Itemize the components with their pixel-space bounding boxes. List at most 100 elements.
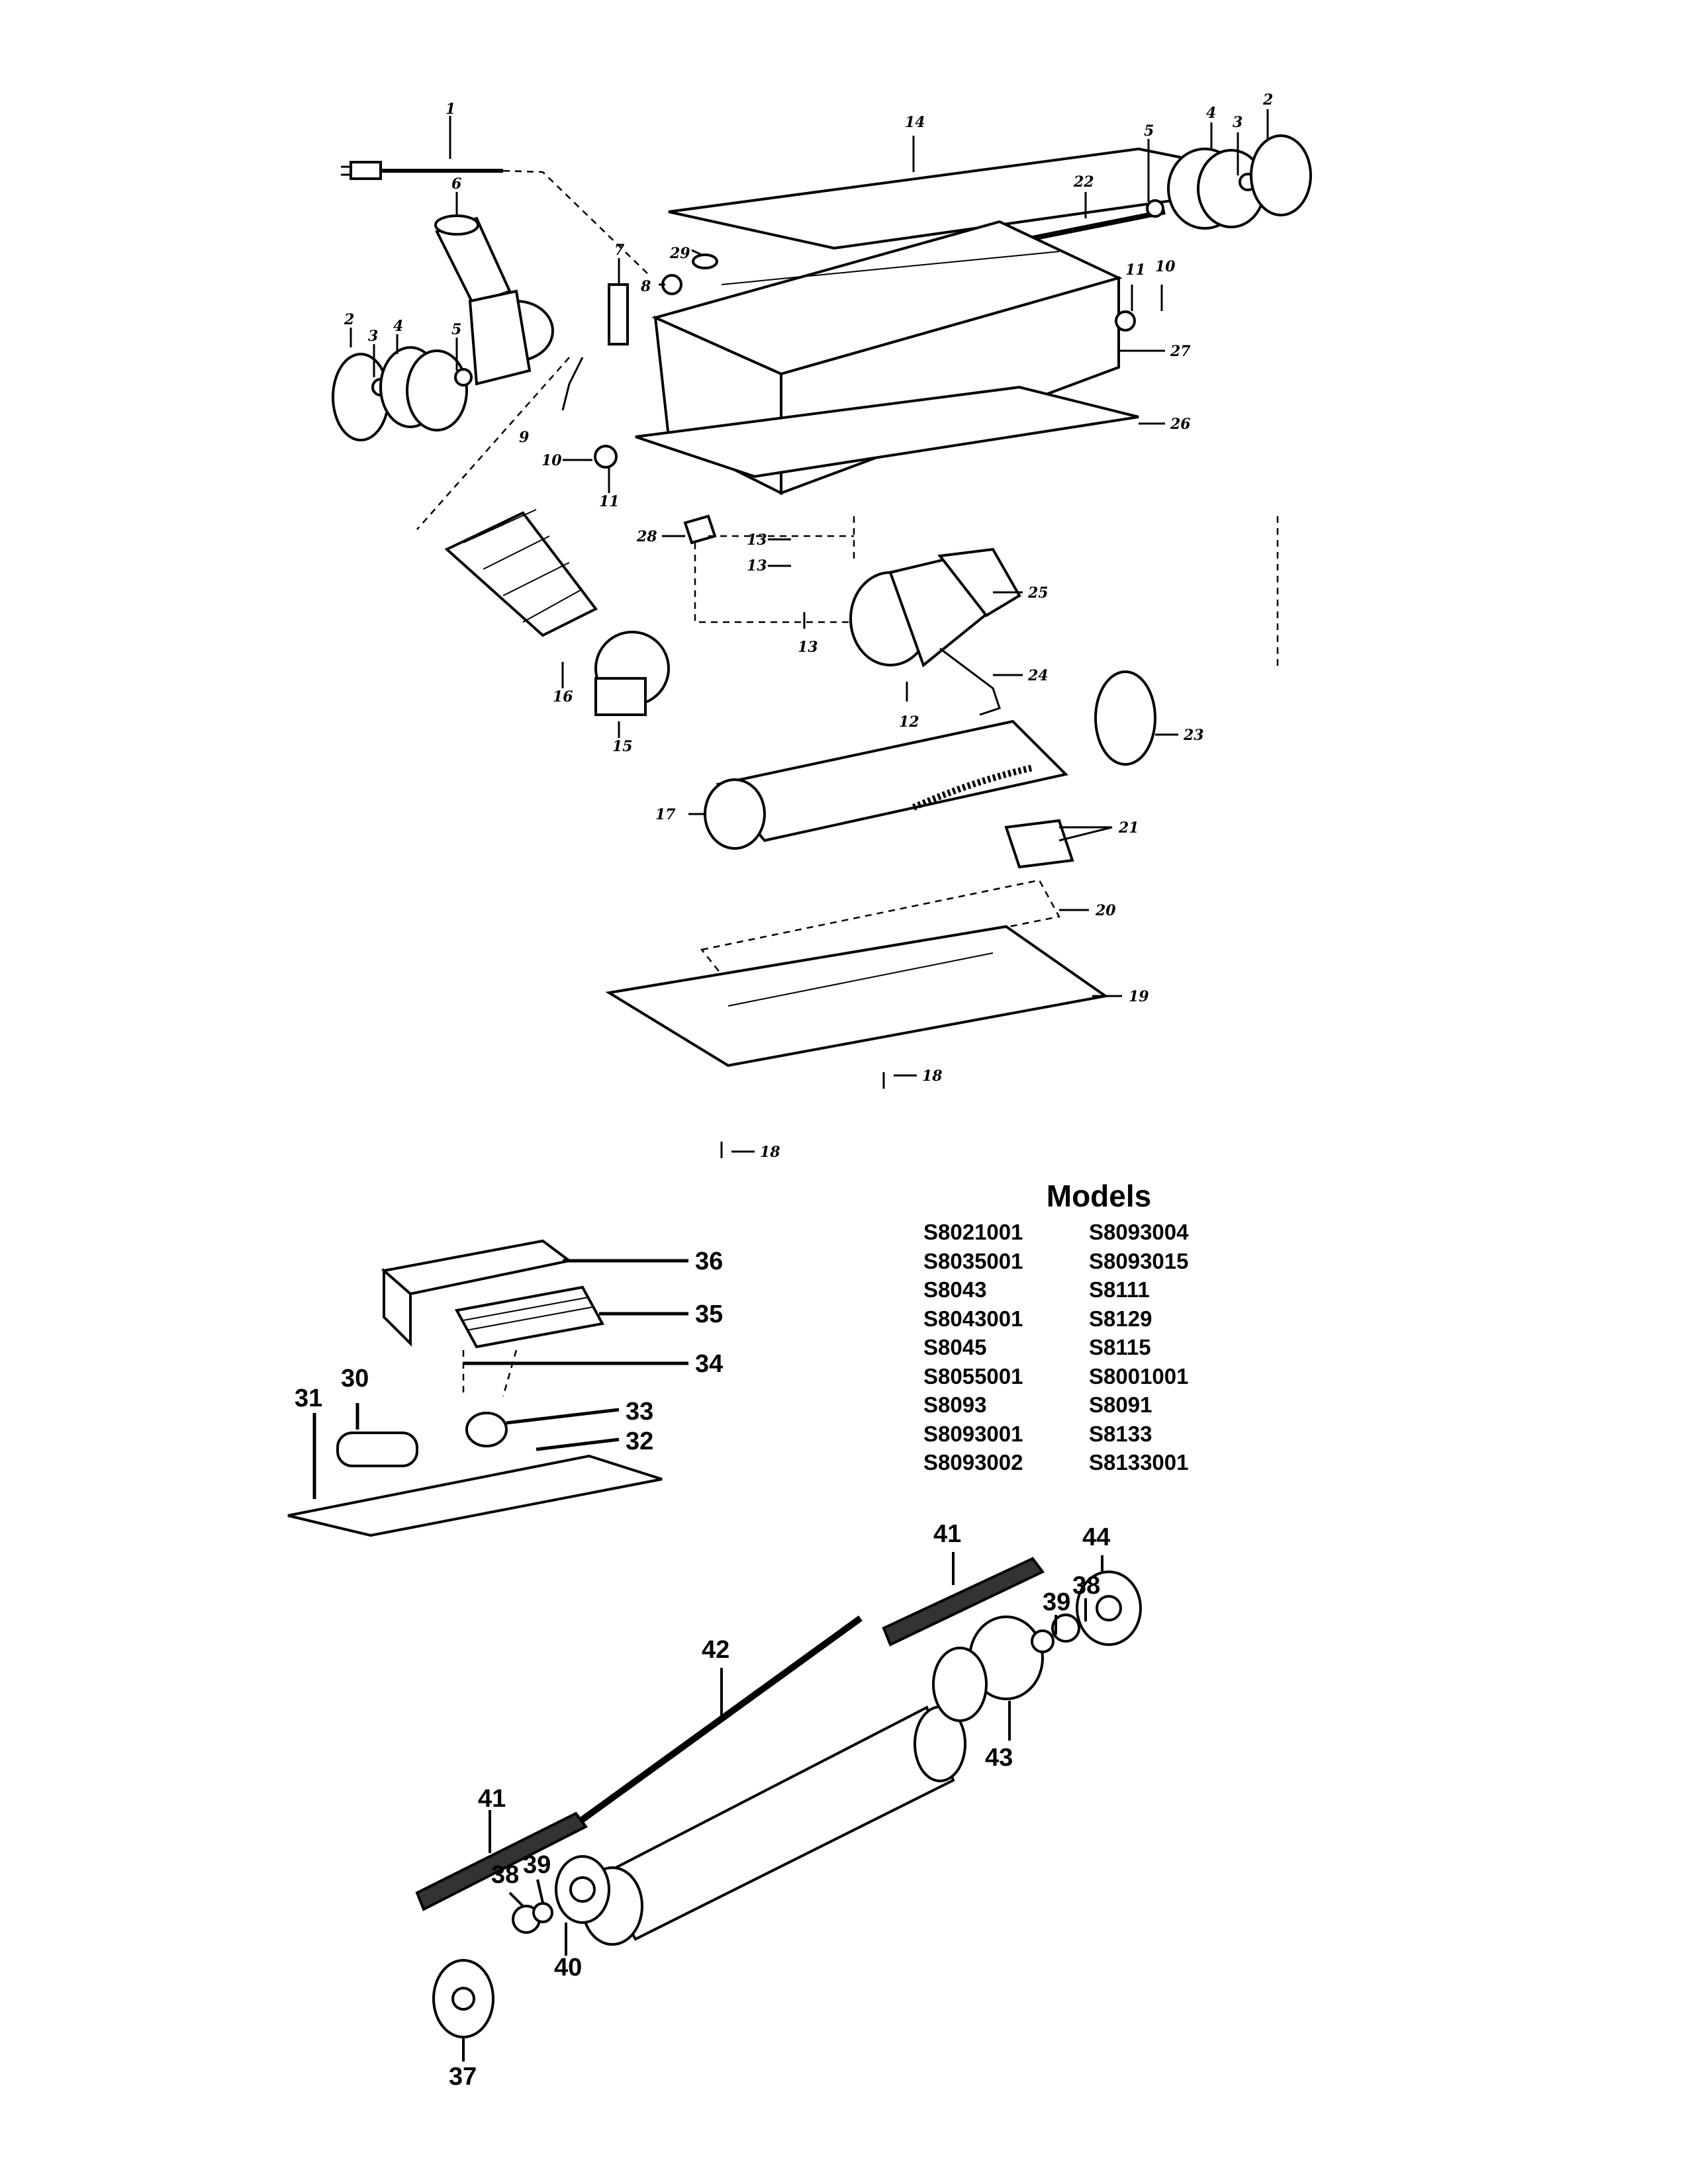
headlight-assembly: 36 35 34 30 31 33 32 — [287, 1239, 723, 1537]
label-22: 22 — [1073, 173, 1094, 191]
label-14: 14 — [905, 114, 925, 131]
model-number: S8093004 — [1089, 1220, 1189, 1244]
label-38-right: 38 — [1072, 1572, 1100, 1600]
label-30: 30 — [341, 1365, 369, 1392]
small-screws-part — [768, 538, 806, 629]
label-32: 32 — [626, 1428, 653, 1455]
label-41-left: 41 — [478, 1785, 506, 1813]
brushroll-part — [688, 719, 1068, 850]
label-13-c: 13 — [798, 639, 818, 656]
label-28: 28 — [636, 528, 657, 545]
label-18-b: 18 — [760, 1144, 780, 1161]
model-number: S8115 — [1089, 1335, 1151, 1359]
label-29: 29 — [669, 245, 690, 262]
label-26: 26 — [1170, 416, 1191, 433]
label-3-left: 3 — [368, 328, 378, 345]
label-3-right: 3 — [1233, 114, 1243, 131]
label-1: 1 — [445, 101, 455, 118]
label-11-left: 11 — [599, 493, 620, 510]
left-small-parts — [416, 258, 682, 530]
models-grid: S8021001 S8093004 S8035001 S8093015 S804… — [923, 1218, 1268, 1477]
label-6: 6 — [451, 175, 461, 193]
label-40: 40 — [554, 1954, 582, 1981]
drive-belt-part — [1094, 670, 1178, 766]
label-8: 8 — [640, 278, 651, 295]
label-5-right: 5 — [1144, 122, 1154, 140]
upper-labels: 1 14 2 3 4 5 22 6 29 7 8 11 10 27 2 3 4 … — [344, 91, 1273, 1161]
label-24: 24 — [1027, 667, 1049, 684]
label-33: 33 — [626, 1398, 653, 1426]
right-bushing-parts — [1115, 285, 1163, 332]
label-41-right: 41 — [933, 1520, 961, 1548]
base-frame-part — [635, 385, 1165, 478]
label-35: 35 — [695, 1300, 723, 1328]
bottom-gasket-part — [700, 879, 1089, 984]
axle-rod-part — [1032, 192, 1166, 241]
models-list: Models S8021001 S8093004 S8035001 S80930… — [923, 1178, 1268, 1477]
label-12: 12 — [899, 713, 919, 731]
label-9: 9 — [519, 429, 529, 446]
label-44: 44 — [1082, 1524, 1110, 1551]
label-15: 15 — [612, 738, 633, 755]
model-number: S8093015 — [1089, 1248, 1189, 1273]
bottom-plate-part — [605, 925, 1122, 1068]
label-2-left: 2 — [344, 311, 354, 328]
label-19: 19 — [1129, 988, 1149, 1005]
label-17: 17 — [655, 806, 676, 823]
power-cord-part — [341, 116, 649, 275]
label-4-left: 4 — [393, 318, 403, 335]
hose-connector-part — [594, 631, 670, 738]
label-23: 23 — [1183, 727, 1204, 744]
model-number: S8055001 — [923, 1363, 1023, 1388]
label-21: 21 — [1118, 819, 1139, 837]
model-number: S8111 — [1089, 1277, 1150, 1302]
left-wheel-assembly — [332, 328, 473, 441]
label-38-left: 38 — [491, 1861, 519, 1889]
label-37: 37 — [449, 2063, 477, 2091]
right-wheel-assembly — [1146, 109, 1312, 230]
label-13-a: 13 — [747, 531, 767, 549]
model-number: S8093002 — [923, 1450, 1023, 1475]
plate-screws-part — [720, 1072, 917, 1158]
label-5-left: 5 — [451, 321, 461, 338]
label-42: 42 — [702, 1636, 729, 1664]
model-number: S8035001 — [923, 1248, 1023, 1273]
switch-part — [662, 514, 1279, 668]
label-25: 25 — [1027, 584, 1049, 602]
model-number: S8129 — [1089, 1306, 1152, 1331]
motor-bracket-part — [939, 647, 1023, 716]
brushroll-clips-part — [1004, 819, 1113, 869]
model-number: S8001001 — [1089, 1363, 1189, 1388]
model-number: S8043001 — [923, 1306, 1023, 1331]
label-39-right: 39 — [1043, 1588, 1070, 1616]
label-36: 36 — [695, 1248, 723, 1275]
motor-part — [849, 547, 1023, 668]
label-7: 7 — [614, 242, 625, 259]
model-number: S8091 — [1089, 1392, 1152, 1417]
brushroll-exploded-assembly: 41 44 39 38 42 43 41 38 39 40 37 — [415, 1520, 1142, 2091]
model-number: S8043 — [923, 1277, 987, 1302]
model-number: S8093001 — [923, 1421, 1023, 1446]
label-43: 43 — [985, 1744, 1013, 1772]
label-4-right: 4 — [1206, 105, 1216, 122]
label-18-a: 18 — [922, 1068, 943, 1085]
upper-assembly: 1 14 2 3 4 5 22 6 29 7 8 11 10 27 2 3 4 … — [332, 91, 1312, 1161]
label-10-right: 10 — [1155, 258, 1176, 275]
label-34: 34 — [695, 1350, 723, 1378]
handle-socket-part — [434, 192, 554, 386]
label-13-b: 13 — [747, 557, 767, 574]
label-31: 31 — [295, 1385, 322, 1412]
flex-hose-part — [444, 509, 598, 688]
label-27: 27 — [1170, 343, 1191, 360]
label-11-right: 11 — [1125, 261, 1146, 279]
model-number: S8133001 — [1089, 1450, 1189, 1475]
model-number: S8021001 — [923, 1220, 1023, 1244]
label-20: 20 — [1095, 902, 1116, 919]
model-number: S8045 — [923, 1335, 987, 1359]
model-number: S8093 — [923, 1392, 987, 1417]
models-title: Models — [1046, 1179, 1152, 1213]
model-number: S8133 — [1089, 1421, 1152, 1446]
label-39-left: 39 — [523, 1851, 551, 1879]
label-2-right: 2 — [1262, 91, 1273, 109]
